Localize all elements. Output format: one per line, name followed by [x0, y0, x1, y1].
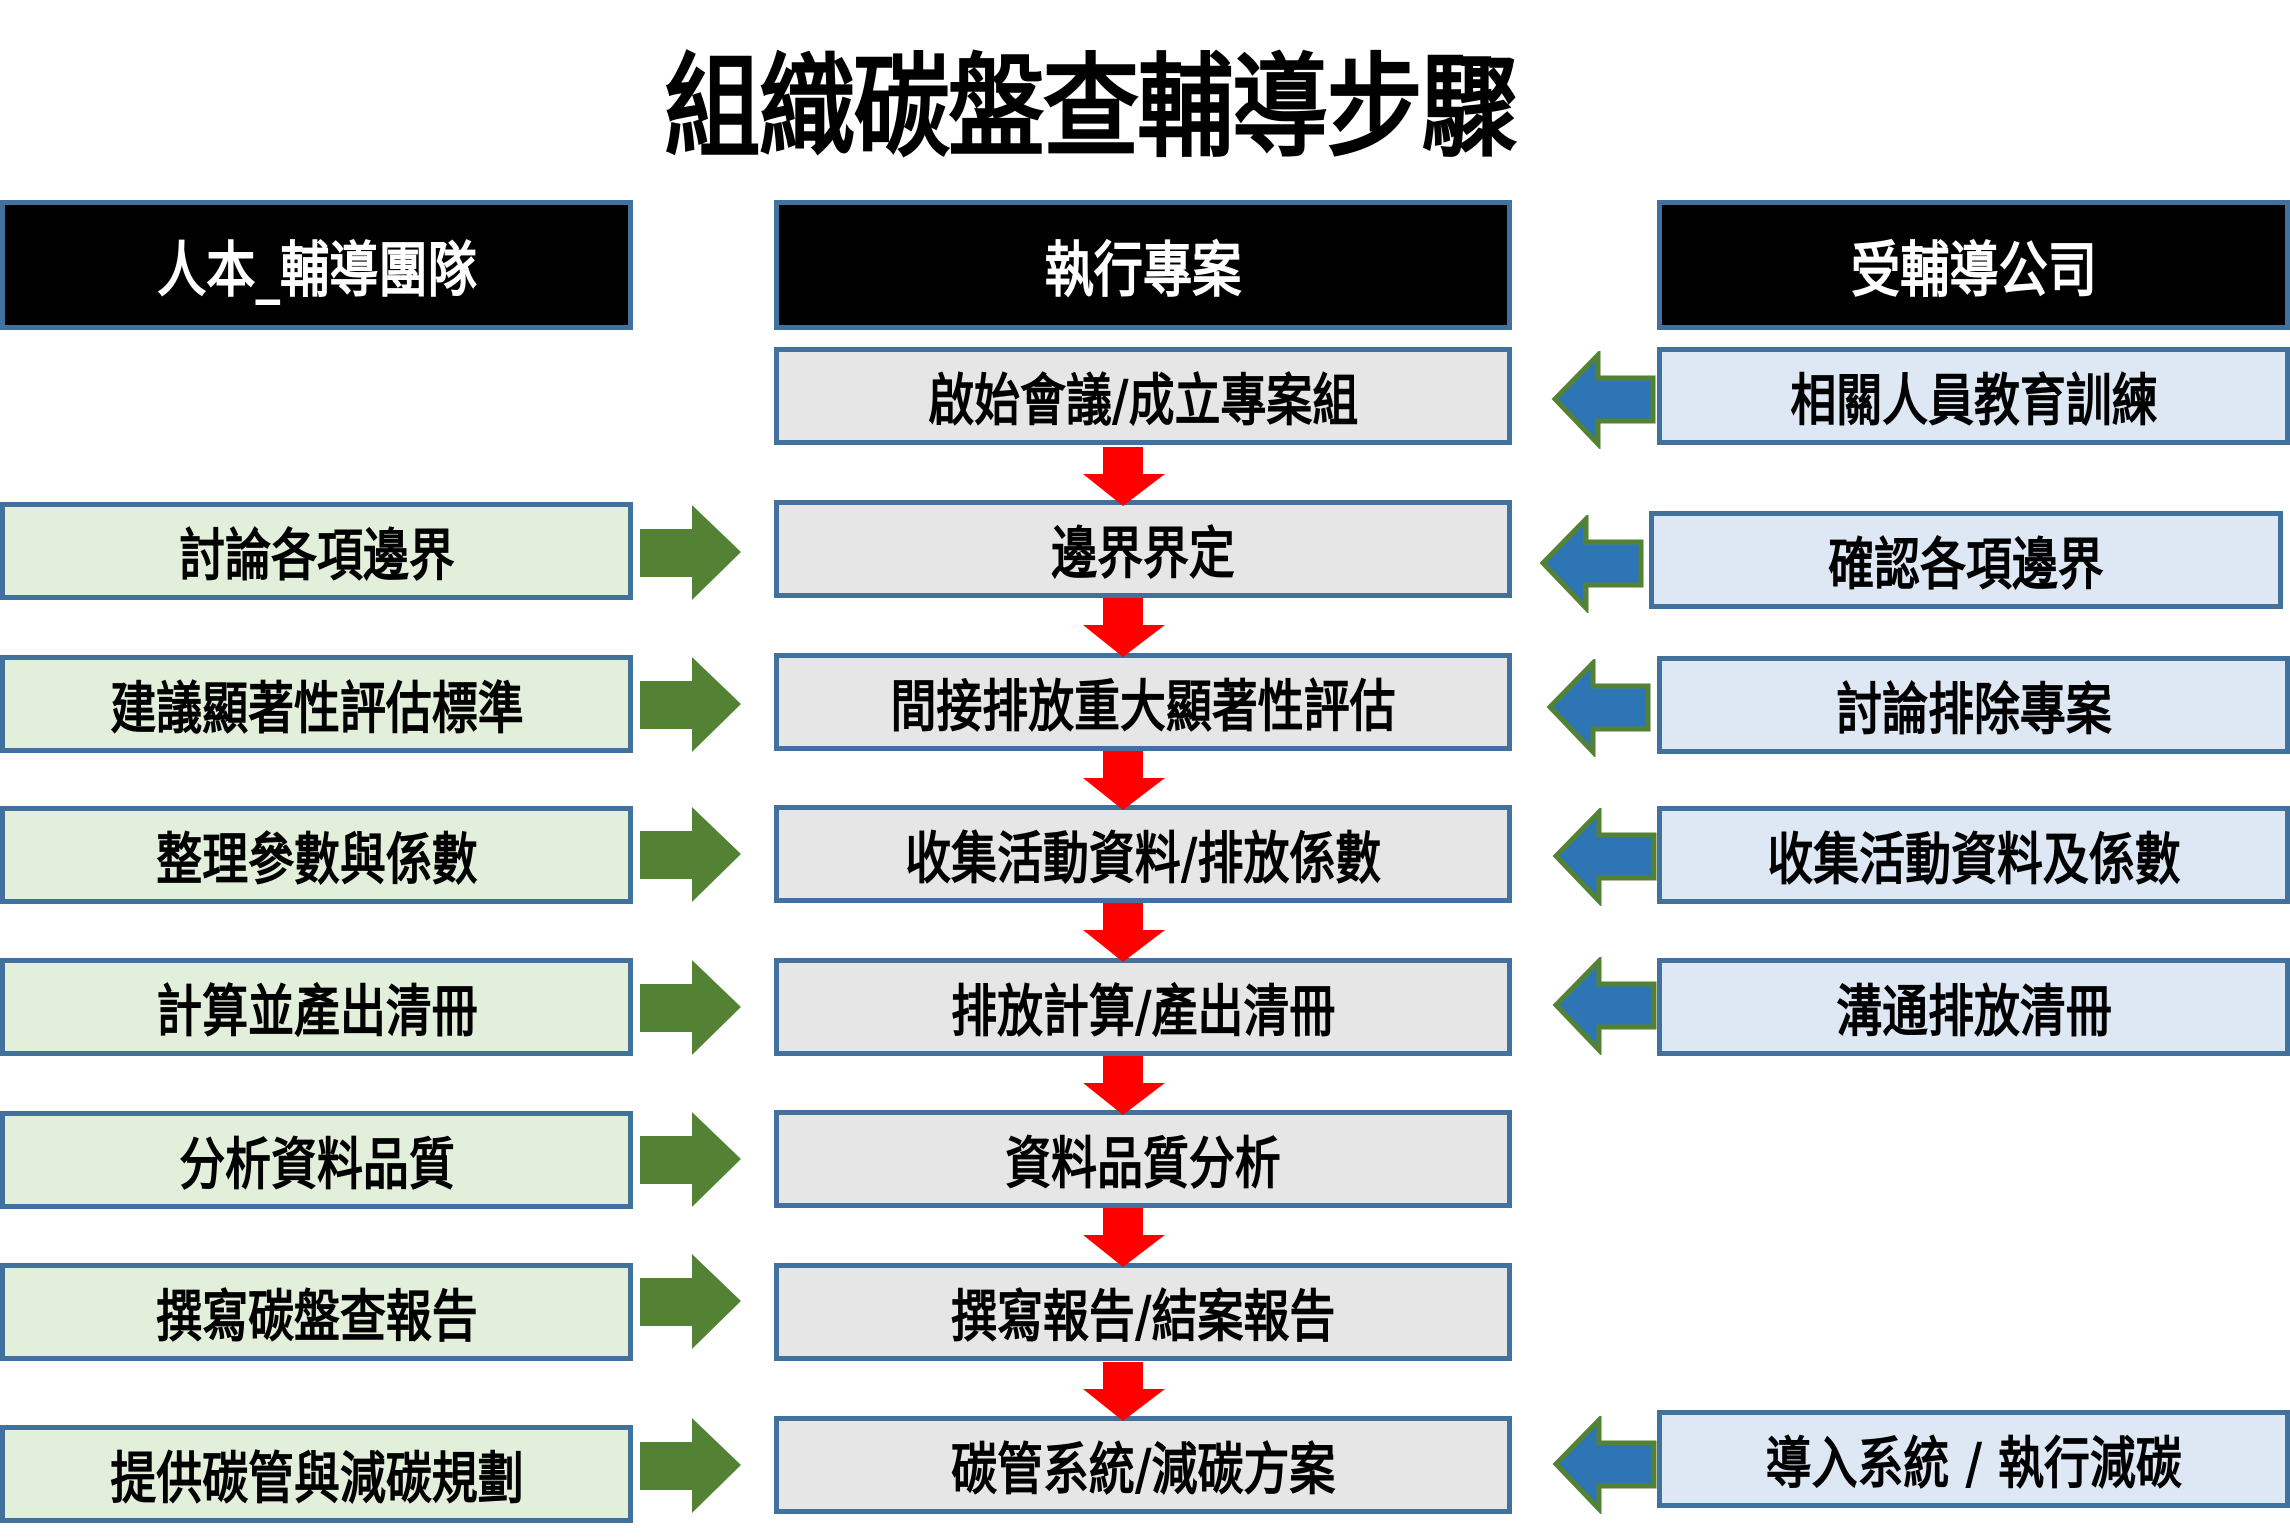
- task-label: 整理參數與係數: [155, 827, 478, 893]
- right-task-communicate-inventory: 溝通排放清冊: [1657, 958, 2290, 1056]
- right-task-collect-activity-data: 收集活動資料及係數: [1657, 806, 2290, 904]
- step-label: 間接排放重大顯著性評估: [890, 674, 1396, 740]
- header-client-company-label: 受輔導公司: [1850, 235, 2097, 306]
- step-collect-activity-data: 收集活動資料/排放係數: [774, 805, 1512, 903]
- left-arrow-icon: [1552, 1416, 1657, 1514]
- task-label: 討論排除專案: [1835, 677, 2112, 743]
- task-label: 溝通排放清冊: [1835, 979, 2112, 1045]
- step-boundary-definition: 邊界界定: [774, 500, 1512, 598]
- step-carbon-management-system: 碳管系統/減碳方案: [774, 1416, 1512, 1514]
- left-task-analyze-data-quality: 分析資料品質: [0, 1111, 633, 1209]
- right-arrow-icon: [640, 1418, 741, 1513]
- right-arrow-icon: [640, 505, 741, 600]
- task-label: 提供碳管與減碳規劃: [109, 1446, 524, 1512]
- flow-arrow-down-icon: [1083, 903, 1165, 962]
- left-task-discuss-boundaries: 討論各項邊界: [0, 502, 633, 600]
- left-arrow-icon: [1539, 515, 1644, 613]
- task-label: 撰寫碳盤查報告: [155, 1284, 478, 1350]
- task-label: 計算並產出清冊: [155, 979, 478, 1045]
- task-label: 分析資料品質: [178, 1132, 455, 1198]
- left-task-significance-criteria: 建議顯著性評估標準: [0, 655, 633, 753]
- header-consulting-team-label: 人本_輔導團隊: [156, 235, 477, 306]
- step-write-report: 撰寫報告/結案報告: [774, 1263, 1512, 1361]
- step-label: 邊界界定: [1051, 521, 1235, 587]
- flow-arrow-down-icon: [1083, 1208, 1165, 1267]
- left-arrow-icon: [1551, 351, 1656, 449]
- task-label: 確認各項邊界: [1828, 532, 2104, 598]
- flow-arrow-down-icon: [1083, 598, 1165, 657]
- step-data-quality-analysis: 資料品質分析: [774, 1110, 1512, 1208]
- step-label: 收集活動資料/排放係數: [905, 826, 1381, 892]
- step-label: 碳管系統/減碳方案: [950, 1437, 1336, 1503]
- left-task-calculate-inventory: 計算並產出清冊: [0, 958, 633, 1056]
- right-task-discuss-exclusions: 討論排除專案: [1657, 656, 2290, 754]
- flow-arrow-down-icon: [1083, 447, 1165, 506]
- right-arrow-icon: [640, 657, 741, 752]
- step-kickoff-meeting: 啟始會議/成立專案組: [774, 347, 1512, 445]
- flow-arrow-down-icon: [1083, 751, 1165, 810]
- flow-arrow-down-icon: [1083, 1362, 1165, 1421]
- step-label: 啟始會議/成立專案組: [927, 368, 1359, 434]
- left-arrow-icon: [1552, 957, 1657, 1055]
- header-execute-project-label: 執行專案: [1044, 235, 1242, 306]
- right-arrow-icon: [640, 1254, 741, 1349]
- left-task-write-inventory-report: 撰寫碳盤查報告: [0, 1263, 633, 1361]
- flow-arrow-down-icon: [1083, 1056, 1165, 1115]
- header-client-company: 受輔導公司: [1657, 200, 2290, 330]
- left-task-organize-parameters: 整理參數與係數: [0, 806, 633, 904]
- right-task-confirm-boundaries: 確認各項邊界: [1649, 511, 2283, 609]
- step-label: 資料品質分析: [1005, 1131, 1281, 1197]
- right-arrow-icon: [640, 960, 741, 1055]
- task-label: 相關人員教育訓練: [1789, 368, 2158, 434]
- task-label: 討論各項邊界: [178, 523, 455, 589]
- diagram-title: 組織碳盤查輔導步驟: [664, 43, 1517, 173]
- left-task-carbon-reduction-plan: 提供碳管與減碳規劃: [0, 1425, 633, 1523]
- left-arrow-icon: [1552, 808, 1657, 906]
- task-label: 收集活動資料及係數: [1766, 827, 2181, 893]
- step-label: 排放計算/產出清冊: [950, 979, 1336, 1045]
- task-label: 導入系統 / 執行減碳: [1765, 1431, 2182, 1497]
- right-arrow-icon: [640, 1112, 741, 1207]
- right-task-staff-training: 相關人員教育訓練: [1657, 347, 2290, 445]
- step-emission-calculation: 排放計算/產出清冊: [774, 958, 1512, 1056]
- step-significance-assessment: 間接排放重大顯著性評估: [774, 653, 1512, 751]
- task-label: 建議顯著性評估標準: [109, 676, 524, 742]
- right-arrow-icon: [640, 807, 741, 902]
- header-execute-project: 執行專案: [774, 200, 1512, 330]
- left-arrow-icon: [1546, 659, 1651, 757]
- right-task-implement-system: 導入系統 / 執行減碳: [1657, 1410, 2290, 1508]
- step-label: 撰寫報告/結案報告: [950, 1284, 1336, 1350]
- header-consulting-team: 人本_輔導團隊: [0, 200, 633, 330]
